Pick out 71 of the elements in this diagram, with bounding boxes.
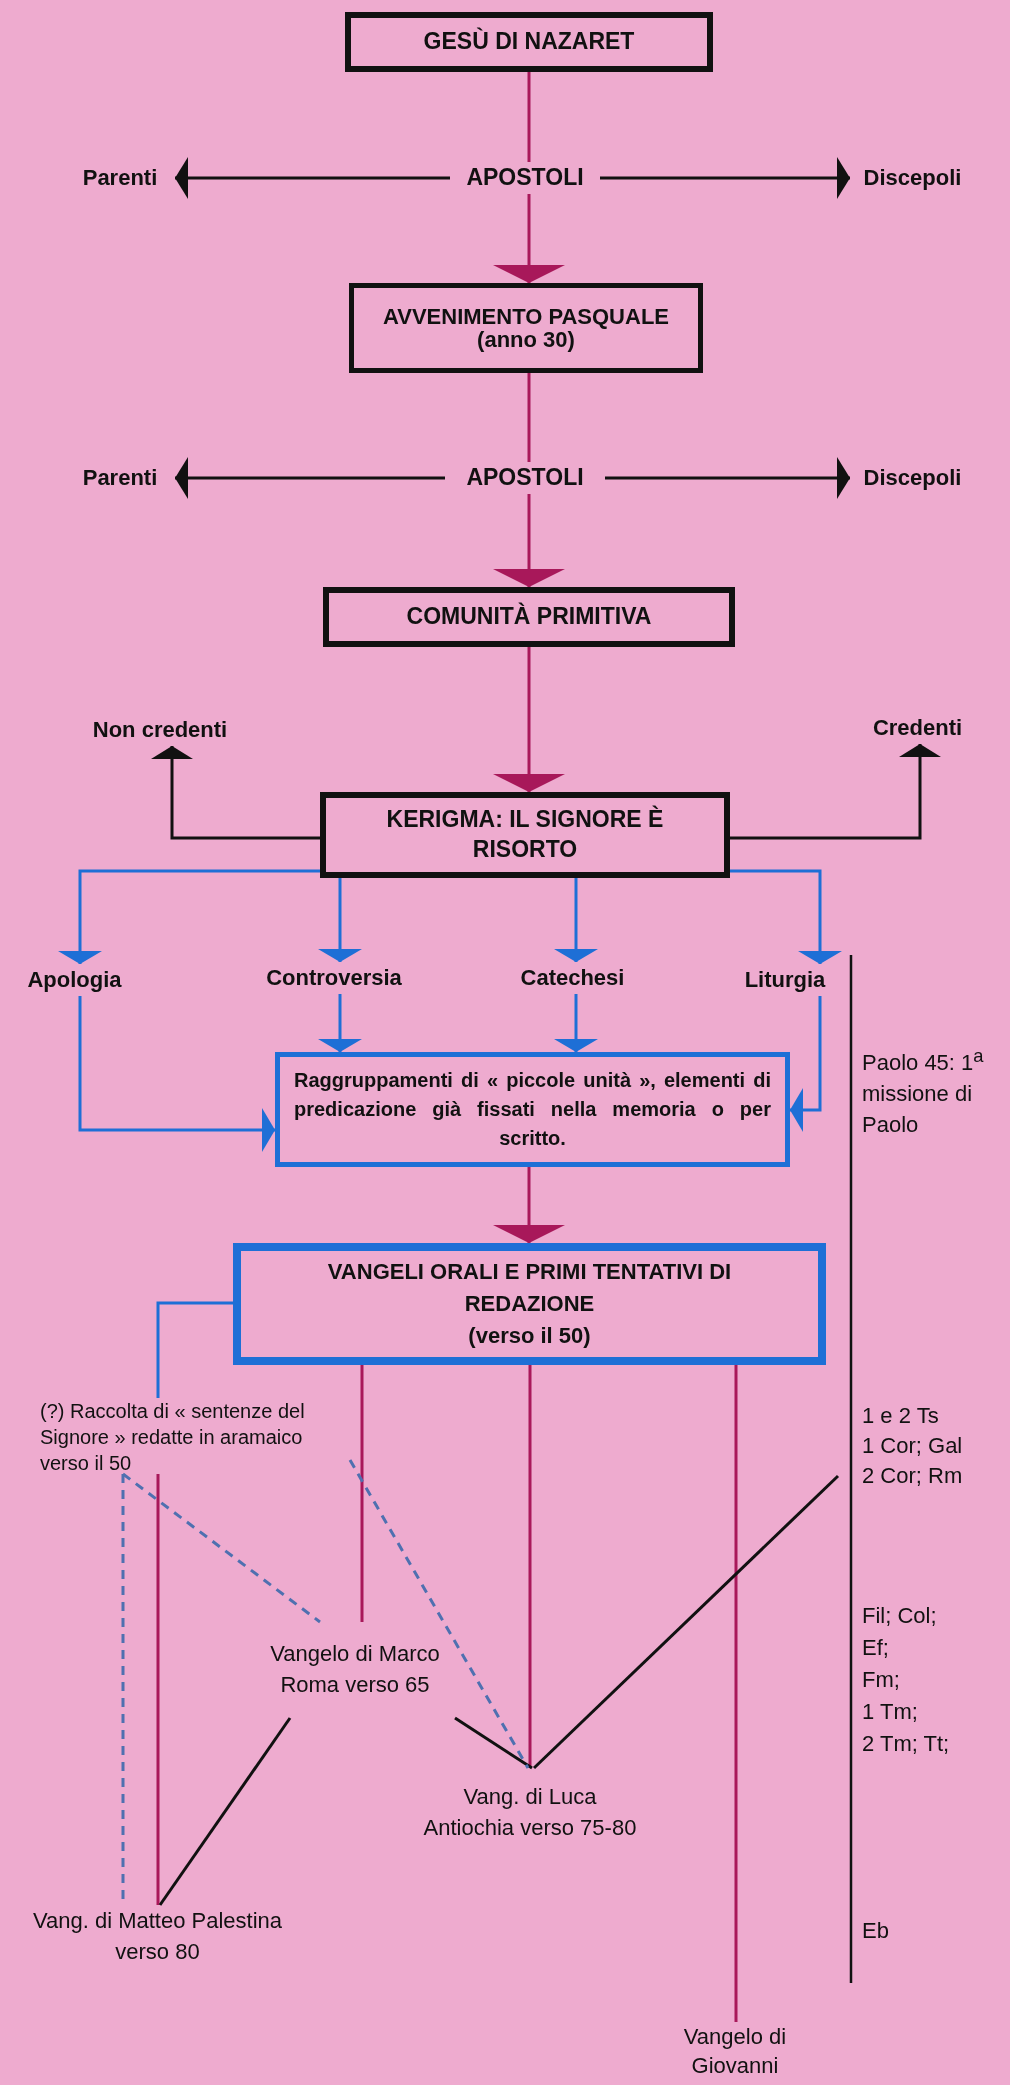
kerygma-box	[320, 792, 730, 878]
gospel-label: Vangelo di Marco Roma verso 65	[269, 1640, 441, 1699]
arrow	[318, 878, 362, 962]
box-title: Raggruppamenti di « piccole unità », elementi di predicazione già fissati nella memoria o per scritto.	[294, 1068, 771, 1151]
box-subtitle: (anno 30)	[477, 328, 575, 352]
epistle-label: 1 Tm;	[862, 1698, 919, 1726]
branch-label: Non credenti	[92, 716, 228, 744]
gospel-label: Vang. di Matteo Palestina verso 80	[31, 1907, 284, 1966]
epistle-label: Ef;	[862, 1634, 890, 1662]
connector-line	[156, 1301, 233, 1398]
arrow	[493, 647, 565, 792]
arrow	[318, 994, 362, 1052]
box-title: AVVENIMENTO PASQUALE	[382, 304, 669, 328]
branch-label: Parenti	[82, 464, 158, 492]
form-label: Catechesi	[520, 964, 625, 992]
dashed-line	[348, 1459, 530, 1769]
epistle-label: 1 e 2 Ts	[862, 1402, 940, 1430]
connector-line	[734, 1365, 738, 2022]
connector-line	[360, 1365, 364, 1622]
gospels-box	[233, 1243, 826, 1365]
connector-line	[158, 1717, 292, 1906]
epistle-label: Paolo 45: 1$^{a}$ missione di Paolo	[862, 1044, 985, 1140]
connector-line	[528, 1365, 532, 1768]
epistle-label: 1 Cor; Gal	[862, 1432, 964, 1460]
branch-label: Discepoli	[863, 164, 962, 192]
community-box	[323, 587, 735, 647]
arrow	[730, 744, 941, 840]
arrow	[493, 194, 565, 283]
apostles-label: APOSTOLI	[466, 164, 584, 192]
form-label: Apologia	[27, 966, 122, 994]
arrow	[600, 157, 850, 199]
connector-line	[527, 373, 531, 462]
form-label: Liturgia	[744, 966, 826, 994]
arrow	[78, 996, 275, 1152]
epistle-label: Fm;	[862, 1666, 901, 1694]
arrow	[493, 1167, 565, 1243]
source-label: (?) Raccolta di « sentenze del Signore » redatte in aramaico verso il 50	[40, 1399, 306, 1476]
epistle-label: Fil; Col;	[862, 1602, 938, 1630]
box-title: KERIGMA: IL SIGNORE È RISORTO	[385, 805, 665, 864]
form-label: Controversia	[266, 964, 402, 992]
dashed-line	[122, 1472, 321, 1624]
epistle-label: 2 Cor; Rm	[862, 1462, 964, 1490]
arrow	[175, 457, 445, 499]
arrow	[58, 869, 320, 964]
box-title: GESÙ DI NAZARET	[423, 28, 635, 56]
arrow	[554, 878, 598, 962]
epistle-label: 2 Tm; Tt;	[862, 1730, 951, 1758]
branch-label: Credenti	[872, 714, 963, 742]
epistle-label: Eb	[862, 1917, 890, 1945]
branch-label: Discepoli	[863, 464, 962, 492]
arrow	[151, 746, 320, 840]
arrow	[175, 157, 450, 199]
box-subtitle: (verso il 50)	[468, 1321, 591, 1350]
arrow	[790, 996, 822, 1132]
arrow	[493, 494, 565, 587]
units-box	[275, 1052, 790, 1167]
connector-line	[527, 72, 531, 162]
arrow	[730, 869, 842, 964]
branch-label: Parenti	[82, 164, 158, 192]
connector-line	[156, 1474, 160, 1905]
connector-line	[454, 1716, 533, 1770]
event-box	[349, 283, 703, 373]
box-title: VANGELI ORALI E PRIMI TENTATIVI DI REDAZIONE	[326, 1258, 733, 1319]
box-title: COMUNITÀ PRIMITIVA	[406, 603, 652, 631]
apostles-label: APOSTOLI	[466, 464, 584, 492]
title-box	[345, 12, 713, 72]
connector-line	[532, 1474, 840, 1770]
arrow	[554, 994, 598, 1052]
arrow	[605, 457, 850, 499]
gospel-label: Vang. di Luca Antiochia verso 75-80	[422, 1783, 638, 1842]
gospel-label: Vangelo di Giovanni	[682, 2023, 788, 2080]
